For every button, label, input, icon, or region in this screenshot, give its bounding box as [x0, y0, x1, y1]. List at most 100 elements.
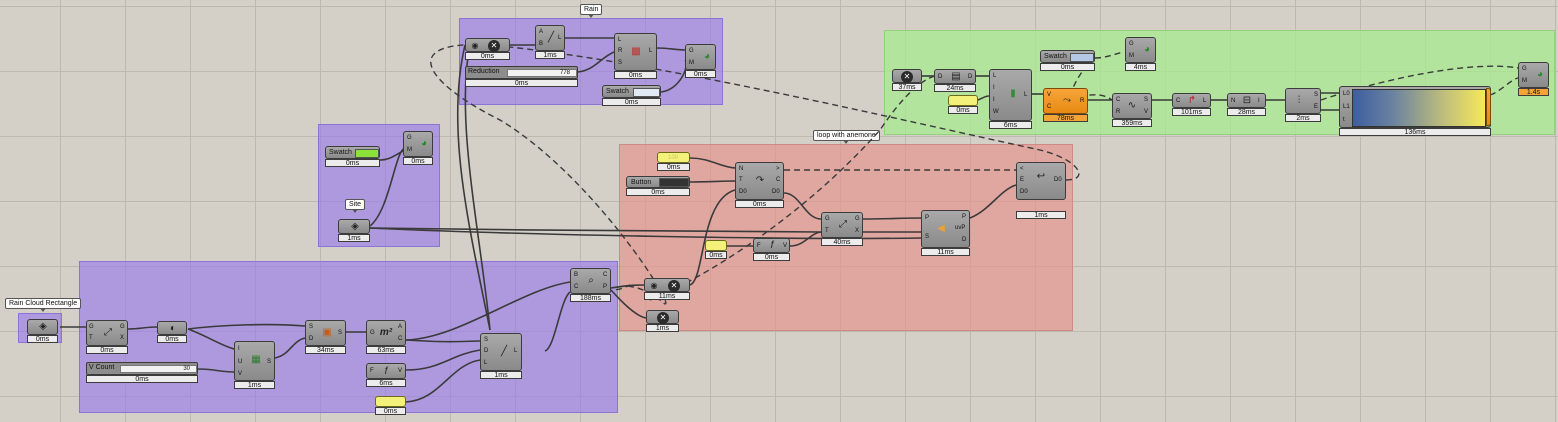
- port-g[interactable]: G: [370, 330, 375, 336]
- populate-component[interactable]: L R S L ▩: [614, 33, 657, 71]
- swatch-color-blue[interactable]: [633, 88, 660, 97]
- port-g[interactable]: G: [1129, 41, 1134, 47]
- move-component[interactable]: P S P uvP D ◀: [921, 210, 970, 248]
- reduction-slider[interactable]: Reduction 778: [465, 66, 578, 79]
- port-d-out[interactable]: D: [968, 74, 973, 80]
- swatch-site[interactable]: Swatch: [325, 146, 380, 159]
- closest-point-component[interactable]: G T G X ⤢: [821, 212, 863, 238]
- port-m[interactable]: M: [1522, 78, 1527, 84]
- port-f[interactable]: F: [757, 243, 761, 249]
- port-m[interactable]: M: [1129, 53, 1134, 59]
- port-g-out[interactable]: G: [855, 216, 860, 222]
- curve-component[interactable]: S D L L ╱: [480, 333, 522, 371]
- panel-yellow-mid[interactable]: [705, 240, 727, 251]
- port-g-out[interactable]: G: [120, 324, 125, 330]
- port-g[interactable]: G: [89, 324, 94, 330]
- port-r-out[interactable]: R: [1080, 98, 1085, 104]
- list-component[interactable]: L I I W L ▮: [989, 69, 1032, 121]
- map-component[interactable]: N I ⊟: [1227, 93, 1266, 108]
- port-d[interactable]: D: [484, 348, 489, 354]
- button-param[interactable]: Button: [626, 176, 690, 188]
- port-d0[interactable]: D0: [739, 189, 747, 195]
- port-s-out[interactable]: S: [1144, 97, 1149, 103]
- port-i-out[interactable]: I: [1258, 98, 1260, 104]
- port-g[interactable]: G: [825, 216, 830, 222]
- port-p-out[interactable]: P: [962, 214, 967, 220]
- port-l[interactable]: L: [618, 37, 622, 43]
- port-w[interactable]: W: [993, 109, 999, 115]
- port-r[interactable]: R: [1116, 109, 1121, 115]
- cull-component-b[interactable]: ✕: [646, 310, 679, 324]
- port-r[interactable]: R: [618, 48, 623, 54]
- port-c[interactable]: C: [574, 284, 579, 290]
- port-l-out[interactable]: L: [514, 348, 518, 354]
- port-b[interactable]: B: [574, 272, 579, 278]
- port-d-out[interactable]: D: [962, 237, 967, 243]
- vcount-value[interactable]: 30: [120, 365, 197, 373]
- port-a-out[interactable]: A: [398, 324, 403, 330]
- bounds-component[interactable]: C L ↱: [1172, 93, 1211, 108]
- port-uvp-out[interactable]: uvP: [955, 225, 966, 231]
- loop-end-component[interactable]: < E D0 D0 ↩: [1016, 162, 1066, 200]
- port-a[interactable]: A: [539, 29, 544, 35]
- port-t[interactable]: T: [825, 228, 829, 234]
- reduction-value[interactable]: 778: [507, 69, 577, 77]
- preview-component-rain[interactable]: G M ◕: [685, 44, 716, 70]
- port-x-out[interactable]: X: [120, 335, 125, 341]
- port-c[interactable]: C: [1047, 104, 1052, 110]
- port-m[interactable]: M: [407, 147, 412, 153]
- port-e[interactable]: E: [1020, 177, 1025, 183]
- rain-cloud-param[interactable]: ◈: [27, 319, 58, 335]
- evaluate-component[interactable]: B C C P ⌕: [570, 268, 611, 294]
- port-l-out[interactable]: L: [558, 35, 562, 41]
- divide-surface-component[interactable]: I U V S ▦: [234, 341, 275, 381]
- sort-component[interactable]: C R S V ∿: [1112, 93, 1152, 119]
- button-face[interactable]: [659, 178, 689, 187]
- port-d[interactable]: D: [309, 336, 314, 342]
- port-lt[interactable]: <: [1020, 166, 1024, 172]
- remap-component[interactable]: V C R ⤳: [1043, 88, 1088, 114]
- port-l[interactable]: L: [993, 73, 997, 79]
- port-x-out[interactable]: >: [776, 166, 780, 172]
- port-d0-out[interactable]: D0: [1054, 177, 1062, 183]
- deconstruct-component[interactable]: D D ▤: [934, 69, 976, 84]
- port-t[interactable]: T: [739, 177, 743, 183]
- port-s[interactable]: S: [309, 324, 314, 330]
- port-c[interactable]: C: [1176, 98, 1181, 104]
- gradient-bar[interactable]: [1352, 89, 1486, 127]
- port-n[interactable]: N: [739, 166, 744, 172]
- vcount-slider[interactable]: V Count 30: [86, 362, 198, 375]
- port-s[interactable]: S: [618, 60, 623, 66]
- site-param[interactable]: ◈: [338, 219, 370, 234]
- port-l-out[interactable]: L: [1024, 92, 1028, 98]
- area-mass-component[interactable]: G A C m²: [366, 320, 406, 346]
- port-d[interactable]: D: [938, 74, 943, 80]
- port-c-out[interactable]: C: [603, 272, 608, 278]
- port-g[interactable]: G: [1522, 66, 1527, 72]
- port-s-out[interactable]: S: [1314, 92, 1319, 98]
- port-i[interactable]: I: [238, 346, 240, 352]
- port-s[interactable]: S: [925, 234, 930, 240]
- gradient-output-port[interactable]: [1486, 88, 1491, 126]
- port-l0[interactable]: L0: [1343, 91, 1350, 97]
- swatch-rain[interactable]: Swatch: [602, 85, 661, 98]
- preview-component-green-top[interactable]: G M ◕: [1125, 37, 1156, 63]
- port-i1[interactable]: I: [993, 85, 995, 91]
- port-c-out[interactable]: C: [398, 336, 403, 342]
- cull-component-a[interactable]: ◉ ✕: [644, 278, 690, 292]
- port-v[interactable]: V: [1047, 92, 1052, 98]
- port-c-out[interactable]: C: [776, 177, 781, 183]
- port-u[interactable]: U: [238, 359, 243, 365]
- gradient-input-component[interactable]: S E ⫶: [1285, 88, 1321, 114]
- port-f[interactable]: F: [370, 368, 374, 374]
- port-l-out[interactable]: L: [649, 48, 653, 54]
- port-g[interactable]: G: [407, 135, 412, 141]
- swatch-color-blue[interactable]: [1070, 53, 1094, 62]
- port-c[interactable]: C: [1116, 97, 1121, 103]
- port-l-out[interactable]: L: [1203, 98, 1207, 104]
- swatch-green-group[interactable]: Swatch: [1040, 50, 1095, 63]
- swatch-color-green[interactable]: [355, 149, 379, 158]
- port-x-out[interactable]: X: [855, 228, 860, 234]
- port-d0[interactable]: D0: [1020, 189, 1028, 195]
- formula-component-mid[interactable]: F V f: [753, 238, 790, 253]
